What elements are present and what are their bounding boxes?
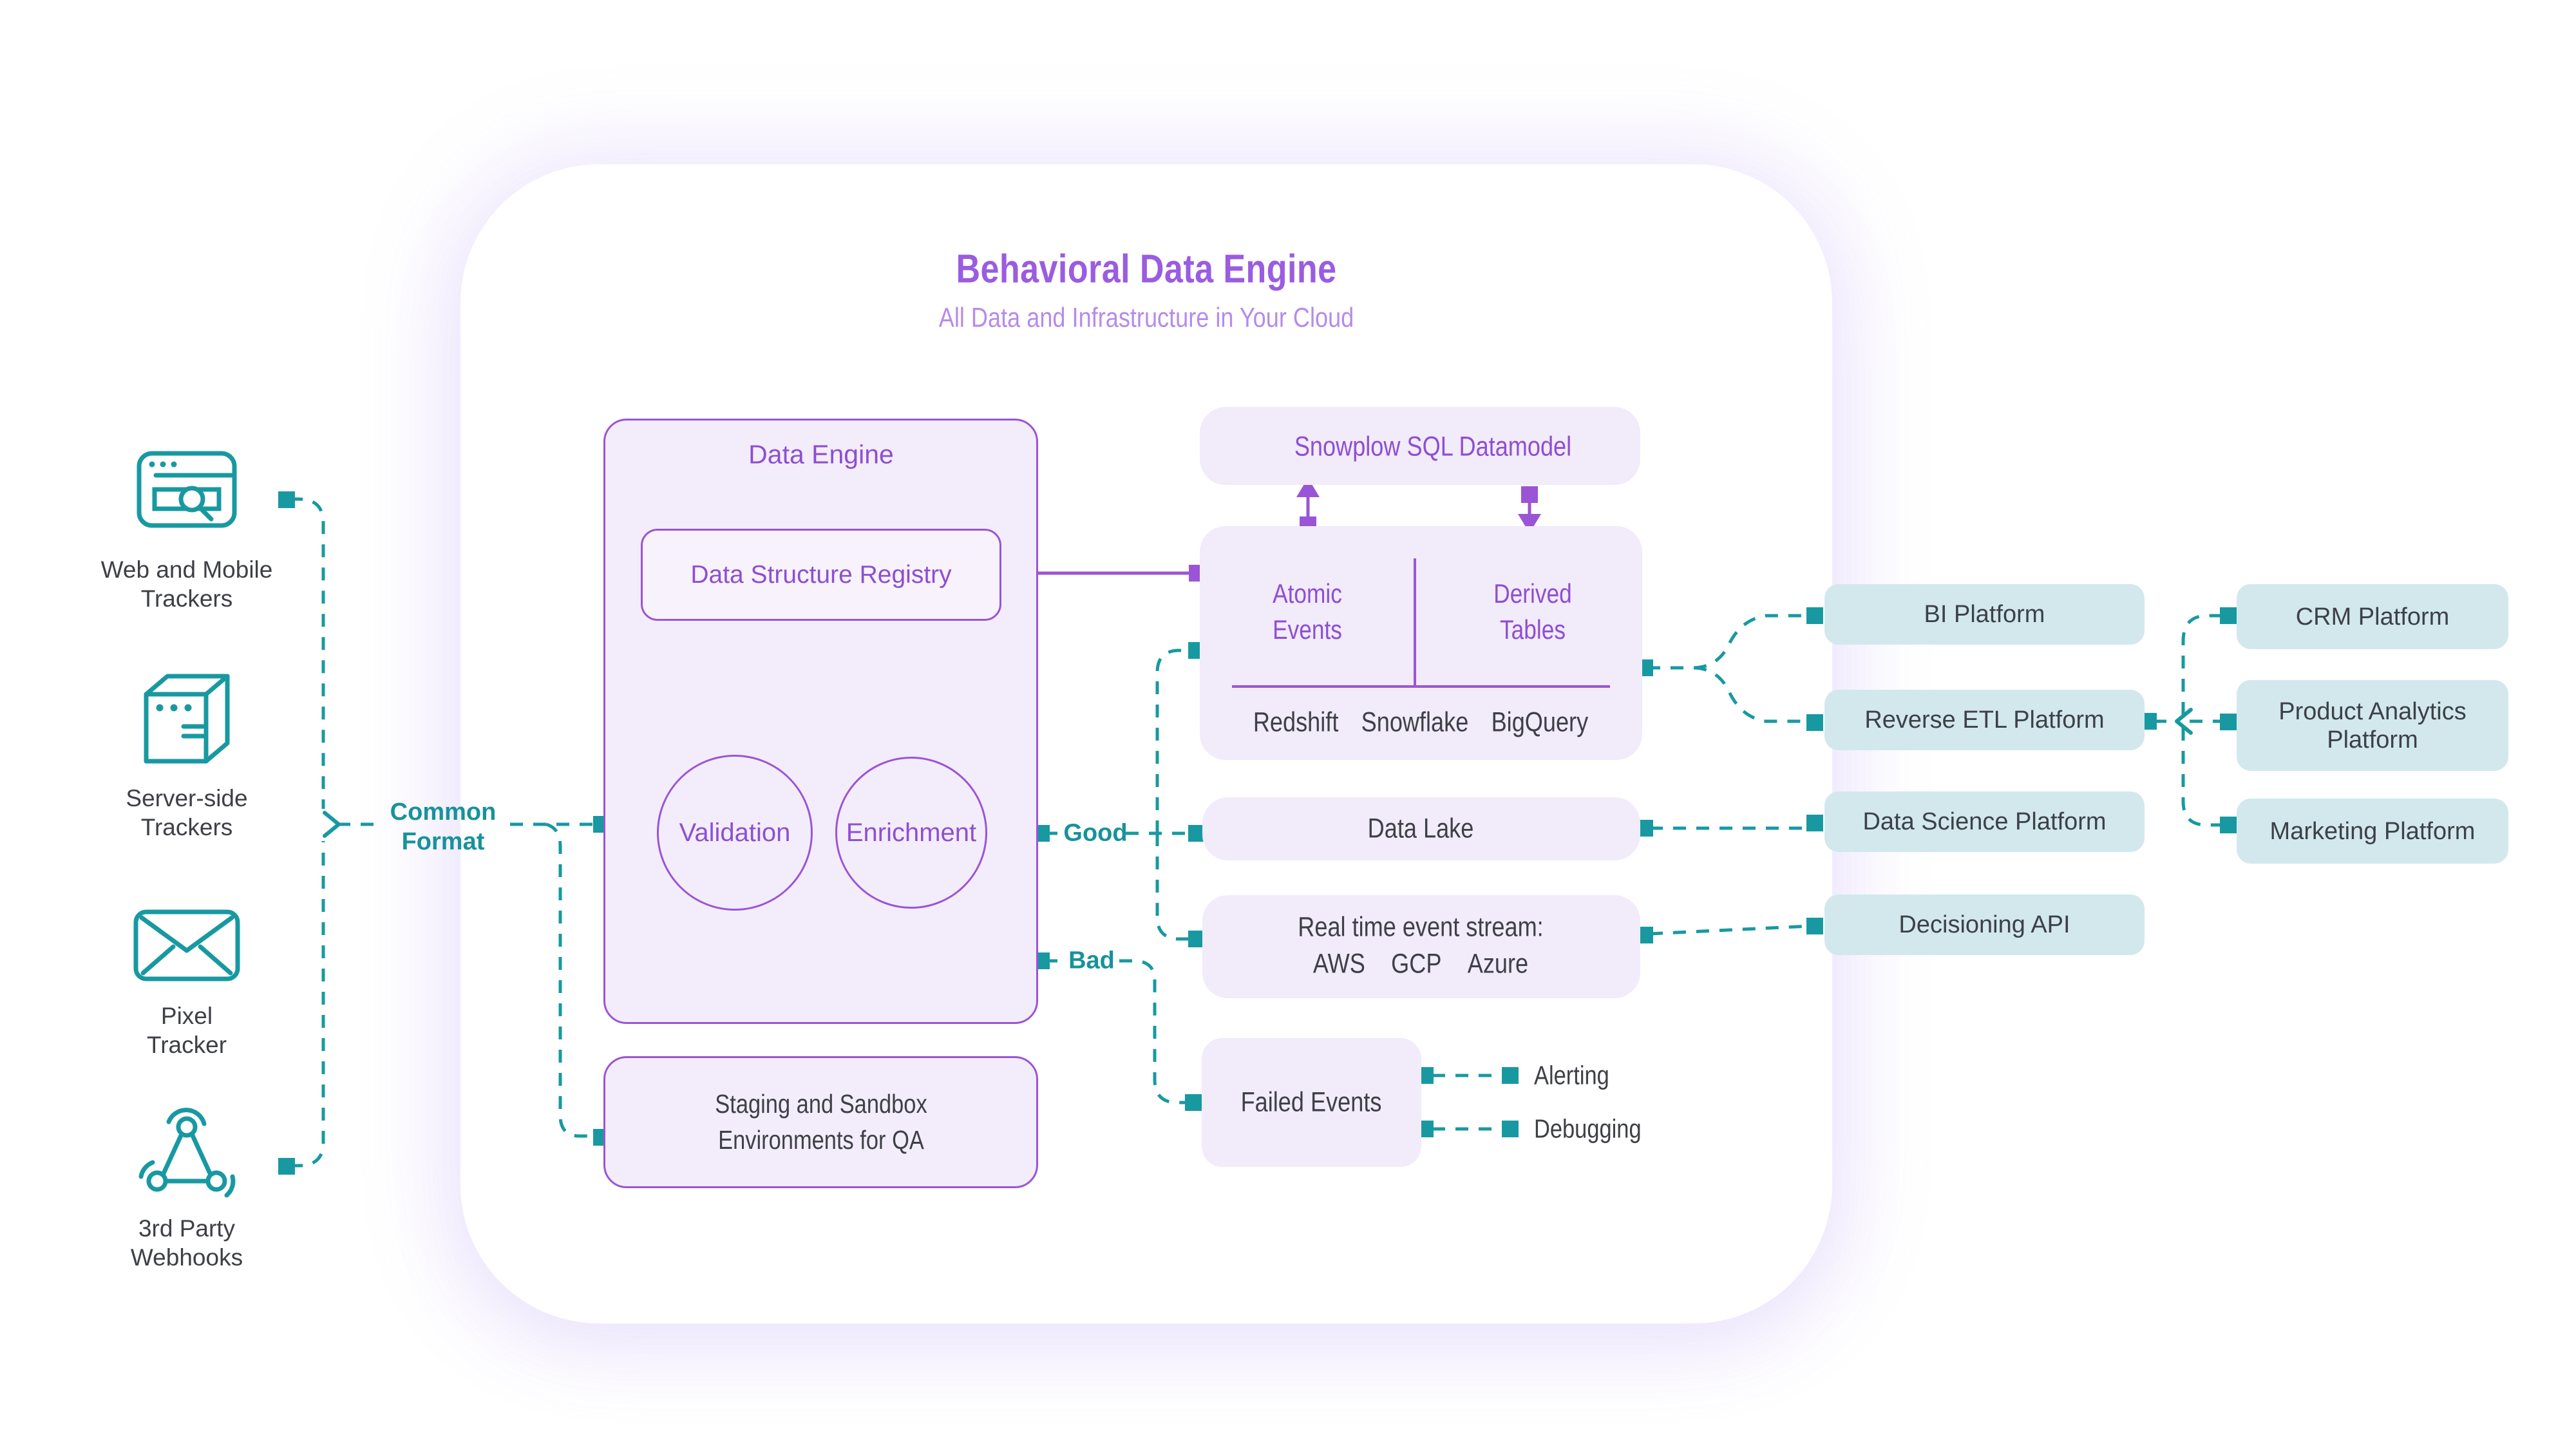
reverse-etl-box: Reverse ETL Platform xyxy=(1824,690,2145,750)
validation-circle: Validation xyxy=(657,755,813,911)
marketing-platform-label: Marketing Platform xyxy=(2269,817,2476,845)
server-icon xyxy=(144,674,230,764)
common-format-label: Common Format xyxy=(390,799,497,855)
realtime-stream-box xyxy=(1202,895,1640,998)
warehouse-engines-row: Redshift Snowflake BigQuery xyxy=(1253,707,1588,739)
enrichment-label: Enrichment xyxy=(846,818,977,847)
page-subtitle: All Data and Infrastructure in Your Clou… xyxy=(938,302,1354,334)
envelope-icon xyxy=(133,909,240,981)
cloud-provider: AWS xyxy=(1312,948,1365,980)
crm-platform-box: CRM Platform xyxy=(2237,584,2508,649)
data-science-box: Data Science Platform xyxy=(1824,791,2145,852)
warehouse-engine: Redshift xyxy=(1253,706,1339,738)
warehouse-engine: Snowflake xyxy=(1361,706,1469,738)
debugging-label: Debugging xyxy=(1534,1113,1642,1144)
data-science-label: Data Science Platform xyxy=(1862,808,2107,835)
decisioning-api-box: Decisioning API xyxy=(1824,895,2145,955)
validation-label: Validation xyxy=(679,818,791,847)
data-lake-box xyxy=(1202,797,1640,860)
warehouse-divider-lines xyxy=(1232,558,1610,688)
data-engine-title: Data Engine xyxy=(748,439,894,469)
failed-events-box xyxy=(1202,1038,1421,1167)
data-engine-box xyxy=(603,419,1038,1024)
sql-datamodel-box xyxy=(1200,407,1640,485)
staging-sandbox-box xyxy=(603,1056,1038,1188)
marketing-platform-box: Marketing Platform xyxy=(2237,799,2508,864)
webhook-icon xyxy=(138,1108,236,1198)
product-analytics-label-line1: Product Analytics xyxy=(2278,697,2467,725)
warehouse-box xyxy=(1200,526,1642,760)
bi-platform-label: BI Platform xyxy=(1924,601,2045,628)
enrichment-circle: Enrichment xyxy=(835,757,987,909)
data-structure-registry-box xyxy=(641,529,1001,621)
bad-label: Bad xyxy=(1068,947,1115,974)
failed-events-label: Failed Events xyxy=(1240,1086,1382,1118)
realtime-providers-row: AWS GCP Azure xyxy=(1313,949,1528,980)
bi-platform-box: BI Platform xyxy=(1824,584,2145,645)
alerting-label: Alerting xyxy=(1534,1060,1609,1090)
good-label: Good xyxy=(1063,819,1128,847)
cloud-provider: GCP xyxy=(1391,948,1442,980)
product-analytics-box: Product Analytics Platform xyxy=(2237,680,2508,771)
reverse-etl-label: Reverse ETL Platform xyxy=(1864,706,2105,734)
data-lake-label: Data Lake xyxy=(1367,813,1474,844)
browser-tracker-icon xyxy=(137,451,237,528)
page-title: Behavioral Data Engine xyxy=(956,247,1337,292)
realtime-stream-label: Real time event stream: xyxy=(1298,911,1544,943)
data-structure-registry-label: Data Structure Registry xyxy=(690,561,952,589)
crm-platform-label: CRM Platform xyxy=(2295,603,2450,630)
product-analytics-label-line2: Platform xyxy=(2327,726,2418,753)
cloud-provider: Azure xyxy=(1467,948,1529,980)
warehouse-engine: BigQuery xyxy=(1491,706,1589,738)
decisioning-api-label: Decisioning API xyxy=(1899,911,2070,938)
sql-datamodel-label: Snowplow SQL Datamodel xyxy=(1294,431,1572,462)
